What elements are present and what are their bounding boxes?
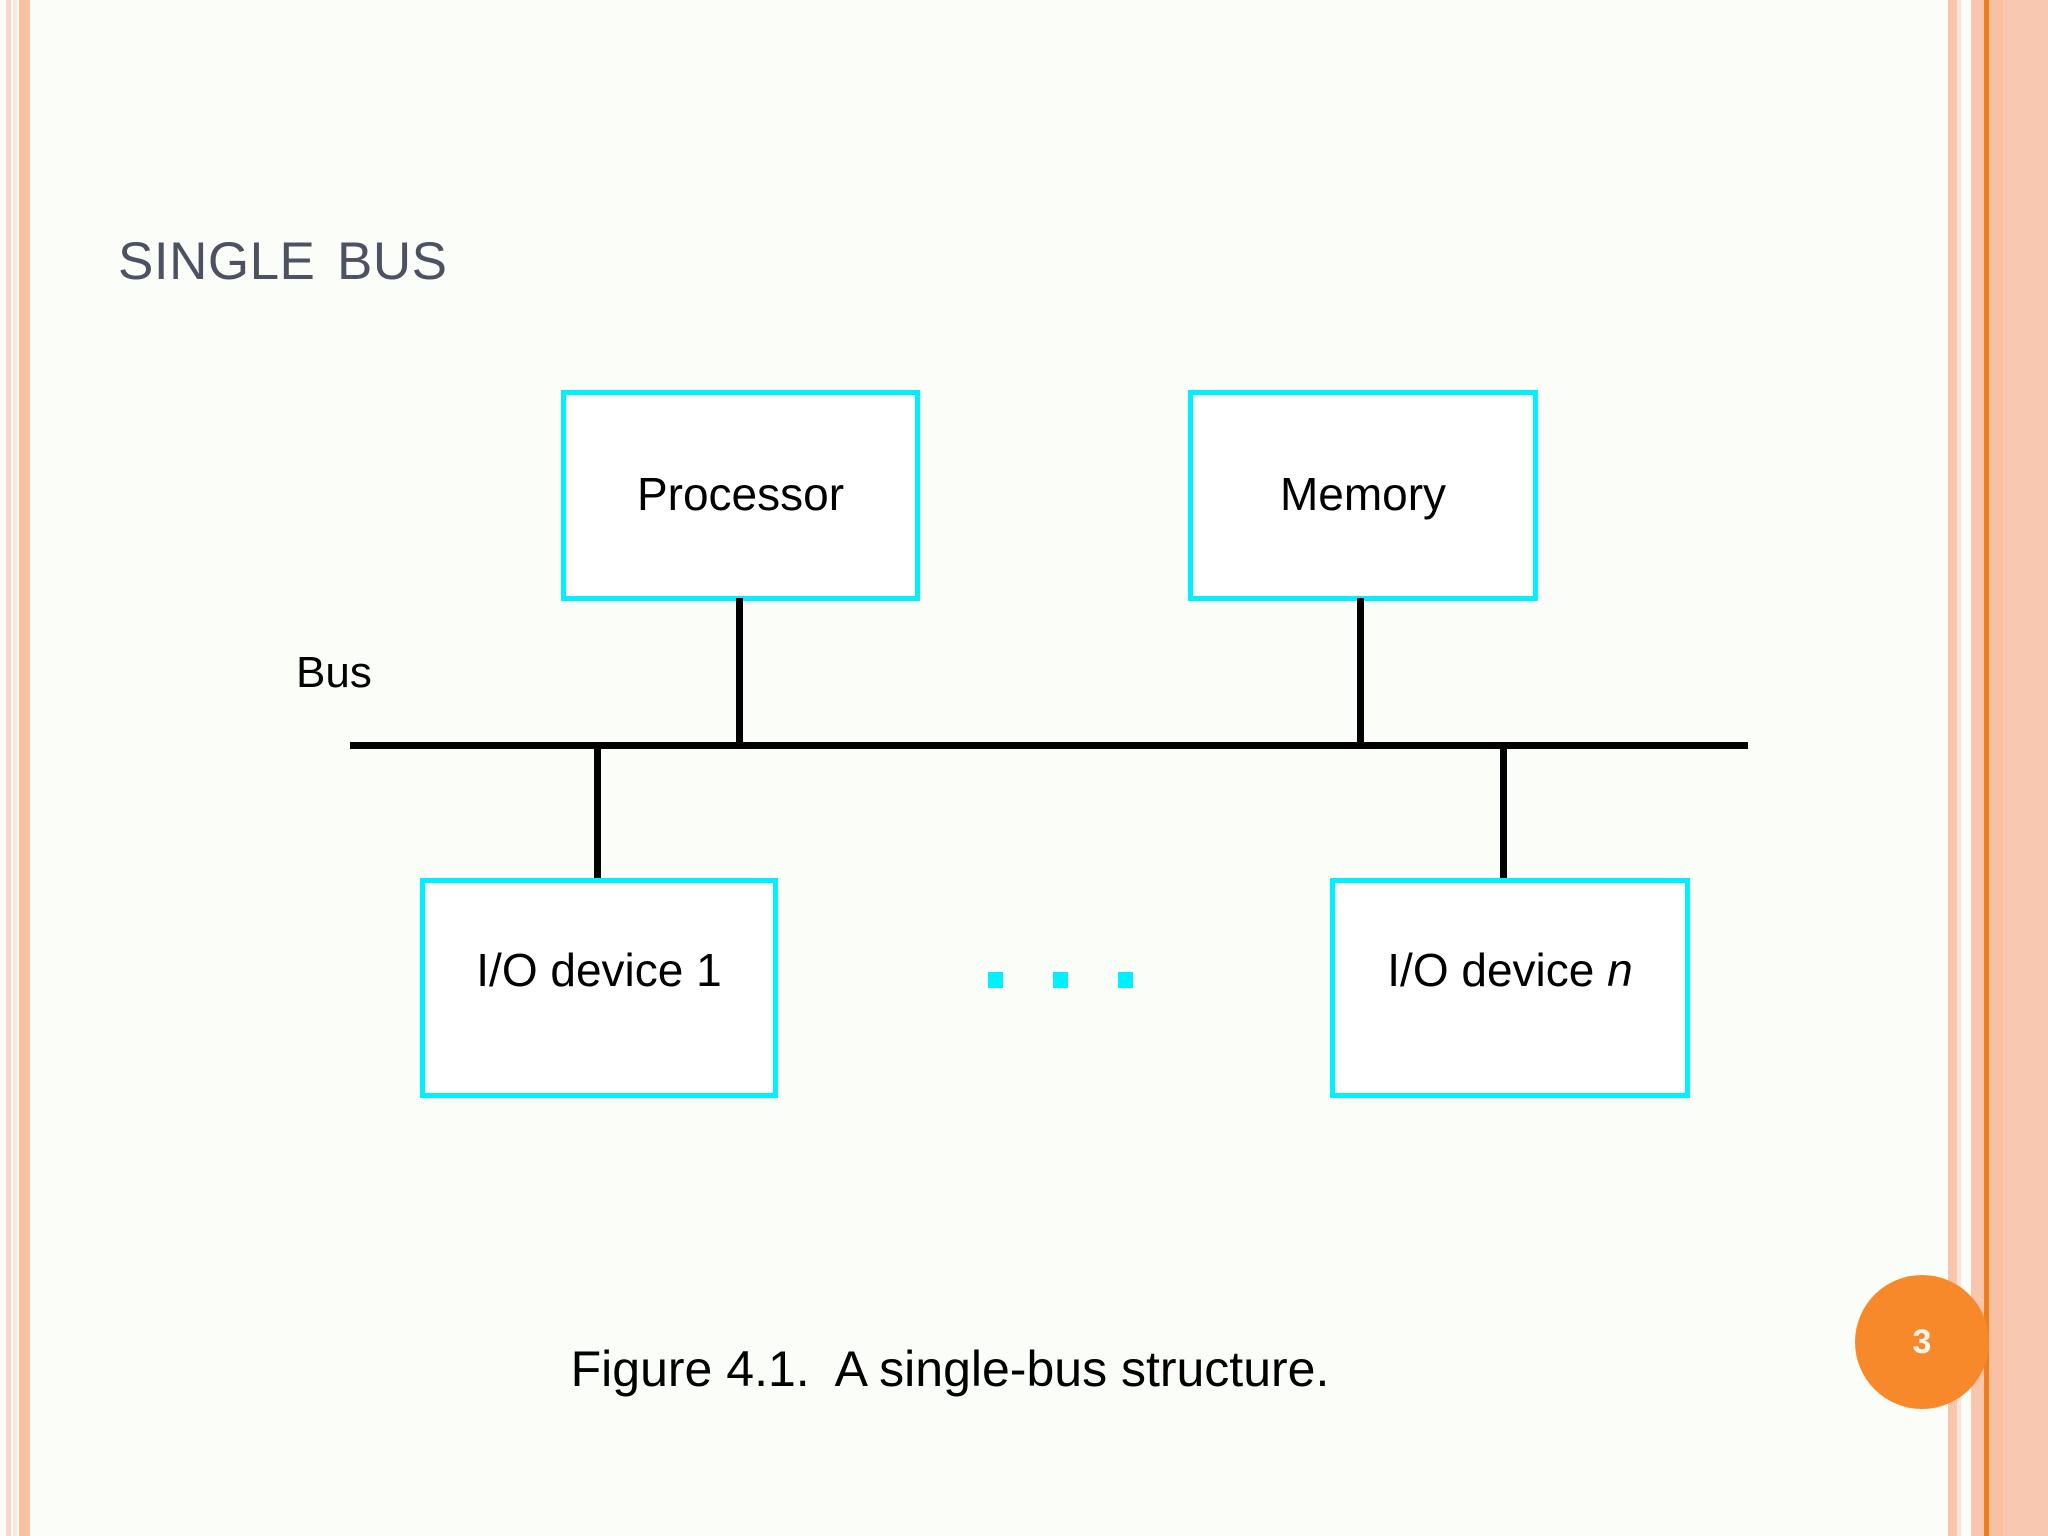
left-stripe-3 xyxy=(19,0,30,1536)
page-number-text: 3 xyxy=(1912,1323,1932,1361)
bus-line xyxy=(350,742,1748,749)
figure-caption: Figure 4.1. A single-bus structure. xyxy=(570,1341,1330,1397)
node-io-device-1-label-suffix: 1 xyxy=(696,944,722,996)
node-io-device-1-label-prefix: I/O device xyxy=(476,944,697,996)
node-processor-label: Processor xyxy=(636,467,845,520)
wire-bus-to-io-device-n xyxy=(1500,745,1507,881)
node-io-device-n-label-suffix: n xyxy=(1607,944,1633,996)
node-io-device-n-label: I/O device n xyxy=(1387,947,1632,993)
bus-label: Bus xyxy=(296,648,372,697)
ellipsis-dot-icon xyxy=(1118,972,1133,988)
node-processor: Processor xyxy=(561,390,920,601)
node-io-device-n: I/O device n xyxy=(1330,878,1690,1098)
node-memory-label: Memory xyxy=(1279,467,1447,520)
right-stripe-accent xyxy=(1984,0,1989,1536)
right-stripe-6 xyxy=(2003,0,2048,1536)
wire-processor-to-bus xyxy=(736,598,743,746)
node-io-device-n-label-prefix: I/O device xyxy=(1387,944,1608,996)
page-number-badge: 3 xyxy=(1855,1275,1989,1409)
node-io-device-1-label: I/O device 1 xyxy=(476,947,721,993)
slide-title: Single Bus xyxy=(118,211,448,296)
ellipsis-dot-icon xyxy=(1053,972,1068,988)
wire-bus-to-io-device-1 xyxy=(594,745,601,881)
ellipsis-dot-icon xyxy=(988,972,1003,988)
wire-memory-to-bus xyxy=(1357,598,1364,746)
left-stripe-1 xyxy=(6,0,11,1536)
left-stripe-2 xyxy=(13,0,17,1536)
right-stripe-5 xyxy=(1989,0,2003,1536)
node-io-device-1: I/O device 1 xyxy=(420,878,778,1098)
node-memory: Memory xyxy=(1188,390,1538,601)
